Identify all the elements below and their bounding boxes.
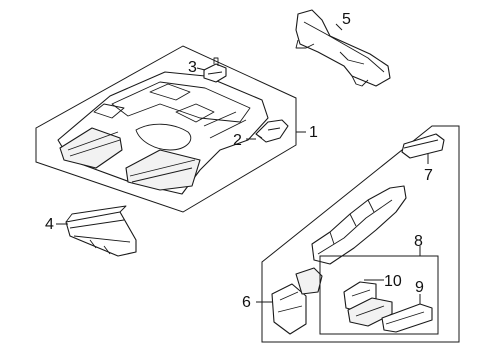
- leader-5: [335, 23, 343, 31]
- rail-extension: [311, 185, 407, 265]
- callout-9: 9: [415, 279, 424, 296]
- end-plug-part-9: 9: [381, 279, 433, 333]
- frame-rail-part: 5: [295, 9, 391, 87]
- bracket-part-6: 6: [242, 267, 323, 335]
- clip-part: 2: [233, 119, 289, 149]
- callout-2: 2: [233, 132, 242, 149]
- callout-6: 6: [242, 294, 251, 311]
- extension-group: 7 6 8 10: [242, 125, 460, 343]
- callout-5: 5: [342, 11, 351, 28]
- callout-10: 10: [384, 273, 402, 290]
- callout-7: 7: [424, 167, 433, 184]
- rail-end-cap: 7: [401, 133, 445, 184]
- callout-3: 3: [188, 59, 197, 76]
- callout-8: 8: [414, 233, 423, 250]
- floor-pan-frame: [35, 45, 297, 213]
- bracket-part-10: 10: [343, 273, 402, 327]
- sub-assembly-frame: [319, 255, 439, 335]
- callout-4: 4: [45, 216, 54, 233]
- floor-pan: [57, 71, 269, 195]
- grommet-part: 3: [188, 57, 227, 83]
- leader-3: [196, 67, 206, 71]
- callout-1: 1: [309, 124, 318, 141]
- crossmember-bracket: 4: [45, 205, 137, 257]
- floor-pan-group: 1: [35, 45, 318, 213]
